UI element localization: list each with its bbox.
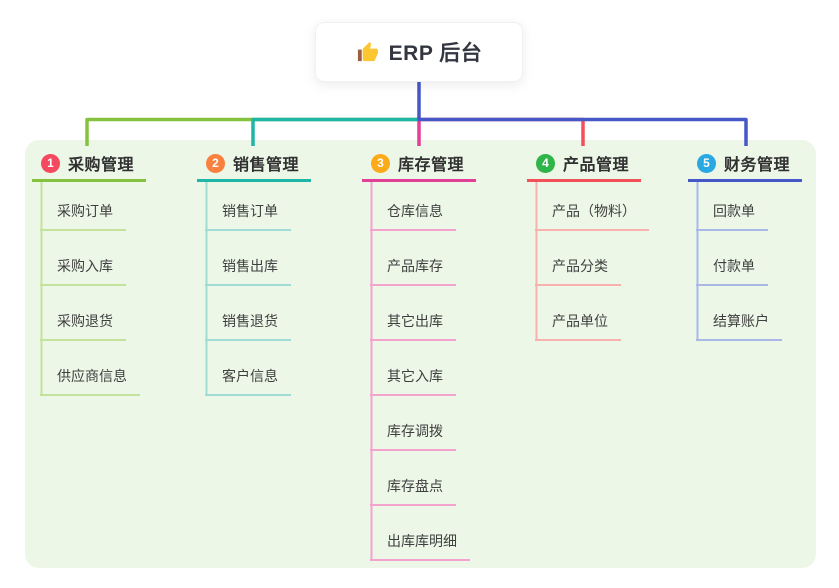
root-node[interactable]: ERP 后台 [315,22,523,82]
thumbs-up-hand [362,41,378,61]
thumbs-up-icon [357,41,378,61]
child-node[interactable]: 产品库存 [370,256,456,286]
child-node[interactable]: 销售出库 [205,256,291,286]
child-node[interactable]: 产品（物料） [535,201,649,231]
thumbs-up-cuff [357,49,362,61]
child-node[interactable]: 付款单 [696,256,768,286]
child-node[interactable]: 采购退货 [40,311,126,341]
branch-number-badge: 2 [206,153,225,173]
branch-node-sales[interactable]: 2 销售管理 [197,152,312,182]
child-node[interactable]: 供应商信息 [40,366,140,396]
root-title: ERP 后台 [388,42,483,65]
branch-node-finance[interactable]: 5 财务管理 [688,152,803,182]
child-node[interactable]: 其它入库 [370,366,456,396]
child-node[interactable]: 仓库信息 [370,201,456,231]
child-node[interactable]: 库存盘点 [370,476,456,506]
child-node[interactable]: 库存调拨 [370,421,456,451]
child-node[interactable]: 结算账户 [696,311,782,341]
connector-branch-finance-and-root-stem [417,82,748,146]
child-node[interactable]: 客户信息 [205,366,291,396]
branch-node-product[interactable]: 4 产品管理 [527,152,642,182]
child-node[interactable]: 其它出库 [370,311,456,341]
child-node[interactable]: 采购入库 [40,256,126,286]
branch-number-badge: 1 [41,153,60,173]
child-node[interactable]: 产品单位 [535,311,621,341]
branch-label-text: 库存管理 [398,157,465,174]
branch-label-text: 财务管理 [724,157,791,174]
branch-node-inventory[interactable]: 3 库存管理 [362,152,477,182]
branch-node-purchase[interactable]: 1 采购管理 [32,152,147,182]
child-node[interactable]: 出库库明细 [370,531,470,561]
branch-group-panel [25,140,816,568]
child-node[interactable]: 销售退货 [205,311,291,341]
child-node[interactable]: 销售订单 [205,201,291,231]
branch-number-badge: 3 [371,153,390,173]
child-node[interactable]: 回款单 [696,201,768,231]
child-node[interactable]: 产品分类 [535,256,621,286]
branch-number-badge: 5 [697,153,716,173]
branch-label-text: 产品管理 [563,157,630,174]
branch-number-badge: 4 [536,153,555,173]
child-node[interactable]: 采购订单 [40,201,126,231]
branch-label-text: 采购管理 [68,157,135,174]
branch-label-text: 销售管理 [233,157,300,174]
